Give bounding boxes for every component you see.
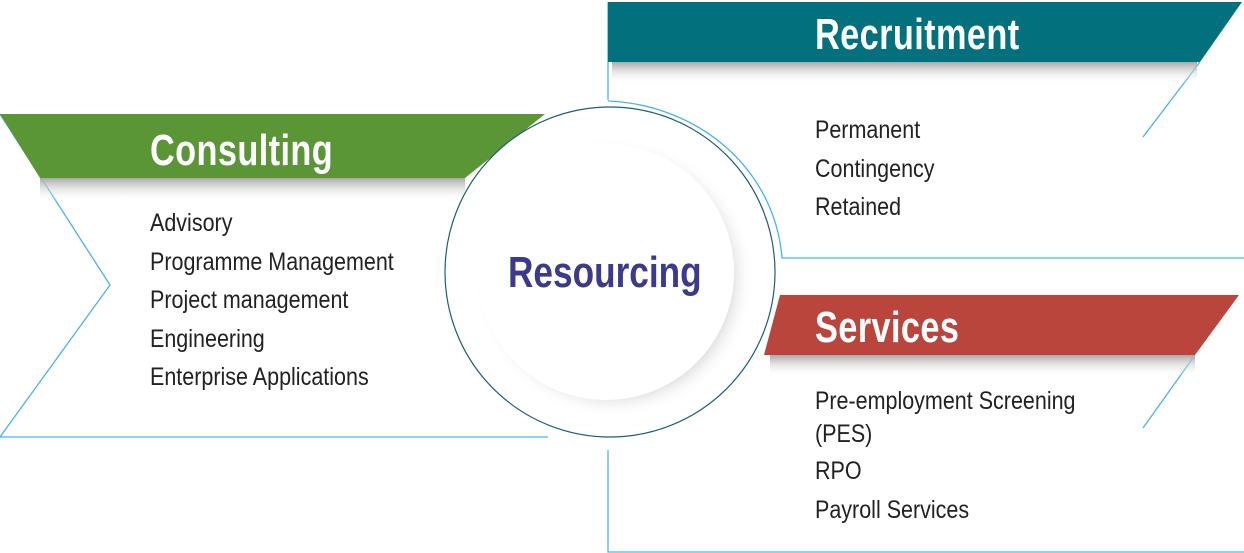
services-title: Services [815,303,960,352]
list-item: (PES) [815,420,873,448]
services-banner [764,295,1239,355]
recruitment-list: Permanent Contingency Retained [815,111,954,227]
center-label: Resourcing [508,248,702,297]
list-item: Permanent [815,116,921,144]
list-item: Advisory [150,209,233,237]
list-item: RPO [815,457,862,485]
recruitment-banner [608,2,1242,62]
services-list: Pre-employment Screening (PES) RPO Payro… [815,382,1118,529]
center-circle [444,106,776,438]
consulting-list: Advisory Programme Management Project ma… [150,204,433,397]
consulting-banner [0,114,545,178]
list-item: Retained [815,193,902,221]
consulting-banner-shadow [40,178,465,202]
services-banner-shadow [770,355,1195,377]
consulting-title: Consulting [150,126,334,175]
list-item: Programme Management [150,247,394,276]
list-item: Payroll Services [815,495,970,524]
recruitment-banner-shadow [612,62,1197,84]
recruitment-title: Recruitment [815,10,1020,59]
list-item: Enterprise Applications [150,363,369,391]
list-item: Engineering [150,324,265,353]
list-item: Project management [150,286,349,314]
list-item: Pre-employment Screening [815,387,1076,415]
list-item: Contingency [815,154,935,183]
